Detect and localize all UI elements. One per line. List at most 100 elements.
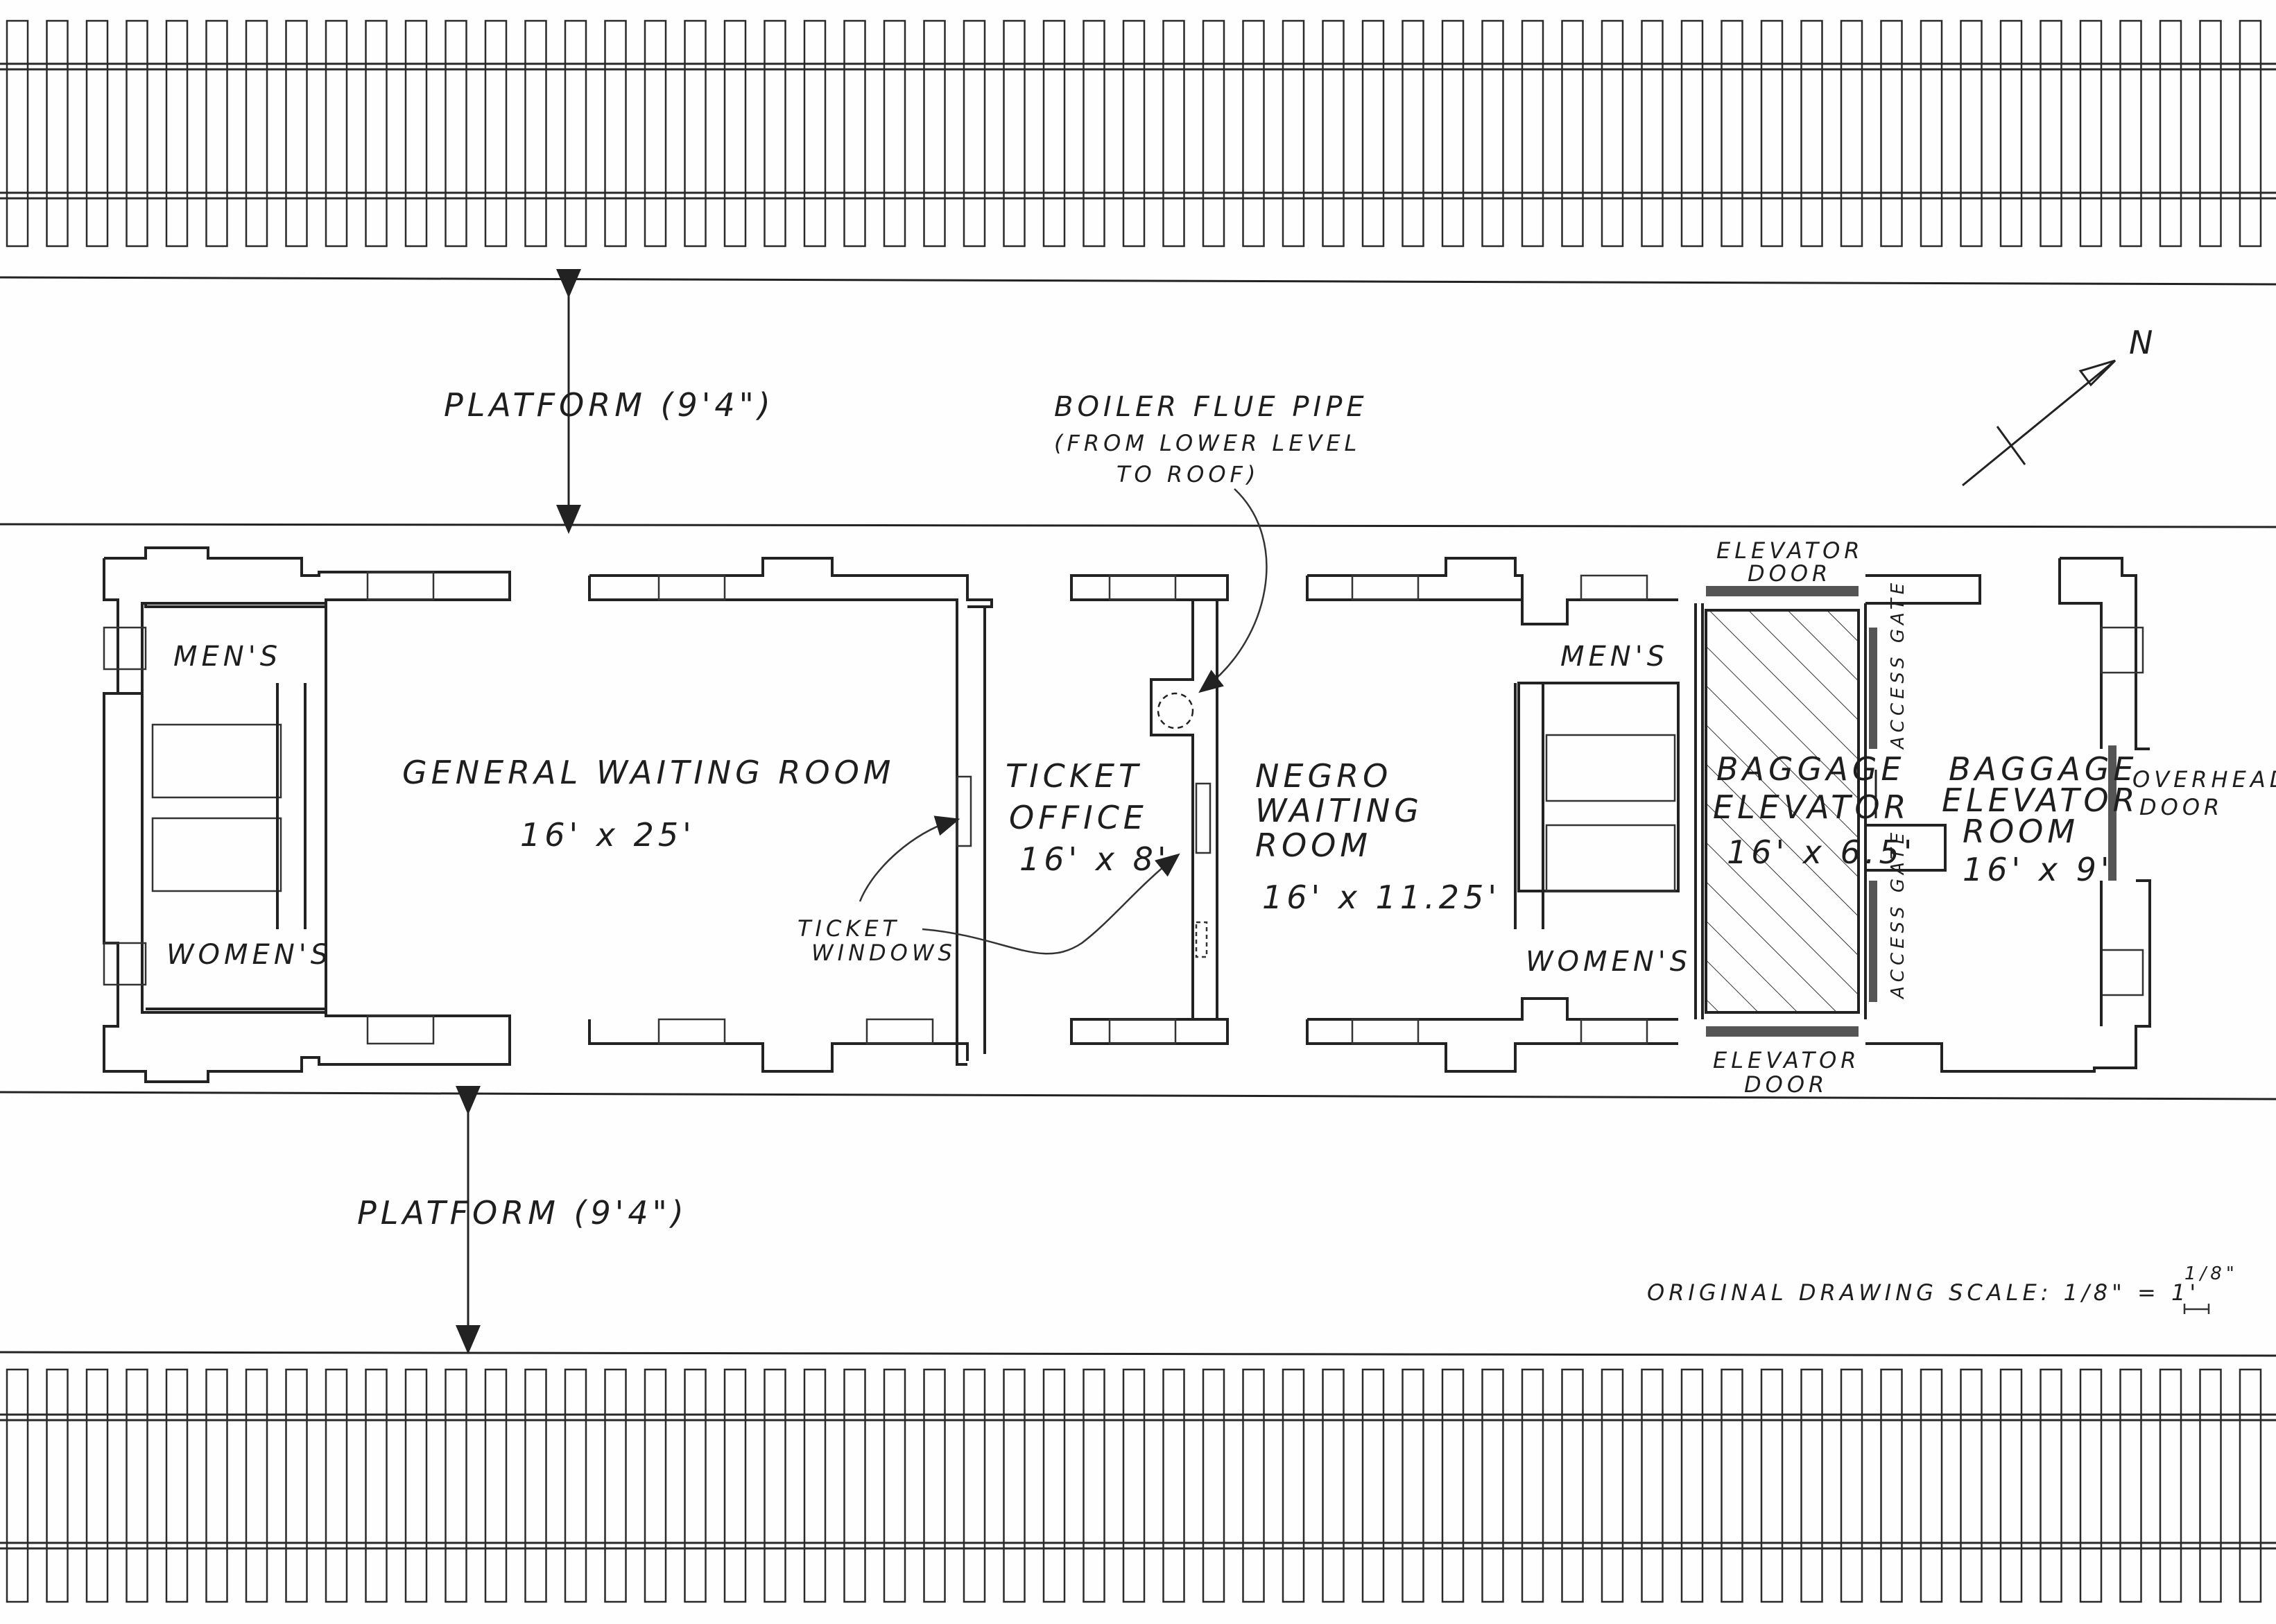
top-track-tie [1561, 19, 1584, 248]
overhead-door-line2: DOOR [2139, 794, 2223, 820]
top-track-tie [1999, 19, 2023, 248]
top-track-tie [2239, 19, 2262, 248]
elevator-door-bottom [1706, 1026, 1859, 1037]
bottom-track-tie [1880, 1368, 1903, 1603]
top-track-tie [923, 19, 946, 248]
bottom-track-tie [1999, 1368, 2023, 1603]
top-track-tie [404, 19, 428, 248]
top-track-tie [1721, 19, 1743, 248]
boiler-callout-arrow [1198, 488, 1268, 693]
bottom-track-tie [803, 1368, 827, 1603]
bottom-track-tie [1361, 1368, 1385, 1603]
bottom-track-tie [684, 1368, 707, 1603]
top-track-tie [604, 19, 627, 248]
top-track-tie [126, 19, 148, 248]
boiler-flue-circle [1157, 692, 1194, 729]
negro-waiting-line1: NEGRO [1255, 757, 1392, 795]
bottom-track-tie [604, 1368, 627, 1603]
bottom-track-tie [325, 1368, 348, 1603]
top-track-tie [2079, 19, 2103, 248]
drawing-scale: ORIGINAL DRAWING SCALE: 1/8" = 1' 1/8" [1647, 1263, 2234, 1314]
bottom-track-tie [1322, 1368, 1345, 1603]
bottom-track-tie [1083, 1368, 1105, 1603]
top-track-tie [2119, 19, 2142, 248]
bottom-track-tie [883, 1368, 906, 1603]
bottom-track-tie [1441, 1368, 1465, 1603]
top-track-tie [843, 19, 866, 248]
ticket-office-line2: OFFICE [1009, 799, 1148, 836]
bottom-track-tie [285, 1368, 308, 1603]
top-track-tie [1441, 19, 1465, 248]
building-walls [103, 546, 2151, 1083]
bottom-track-tie [2119, 1368, 2142, 1603]
top-track-tie [1402, 19, 1424, 248]
top-track-tie [1282, 19, 1305, 248]
baggage-elevator-line2: ELEVATOR [1713, 788, 1911, 826]
top-track-tie [1202, 19, 1225, 248]
north-arrow-head [2078, 359, 2116, 387]
womens-left-label: WOMEN'S [166, 939, 332, 971]
top-track-tie [684, 19, 707, 248]
top-track-ties [6, 19, 2262, 248]
bottom-railroad-track [0, 1351, 2276, 1603]
top-track-tie [325, 19, 348, 248]
top-track-tie [165, 19, 189, 248]
bottom-track-tie [2199, 1368, 2222, 1603]
top-track-tie [644, 19, 667, 248]
bottom-track-tie [1760, 1368, 1784, 1603]
boiler-flue-callout: BOILER FLUE PIPE (FROM LOWER LEVEL TO RO… [1054, 391, 1364, 693]
bottom-track-ties [6, 1368, 2262, 1603]
ticket-windows-line1: TICKET [798, 915, 900, 942]
baggage-room-dim: 16' x 9' [1963, 851, 2114, 888]
top-track-tie [803, 19, 827, 248]
bottom-track-tie [445, 1368, 467, 1603]
top-track-tie [1242, 19, 1265, 248]
access-gate-bottom-label: ACCESS GATE [1888, 829, 1908, 1000]
bottom-track-tie [1202, 1368, 1225, 1603]
top-track-tie [1083, 19, 1105, 248]
bottom-track-tie [165, 1368, 189, 1603]
ticket-office-line1: TICKET [1006, 757, 1142, 795]
north-arrow: N [1962, 324, 2153, 487]
bottom-track-tie [1960, 1368, 1983, 1603]
top-track-tie [1521, 19, 1544, 248]
negro-waiting-dim: 16' x 11.25' [1262, 879, 1501, 916]
elevator-door-top-line2: DOOR [1748, 560, 1831, 587]
building-north-edge [0, 523, 2276, 528]
top-track-tie [1960, 19, 1983, 248]
top-track-tie [245, 19, 268, 248]
top-track-tie [2040, 19, 2062, 248]
scale-bar [2183, 1304, 2210, 1314]
baggage-elevator-shaft [1705, 609, 1860, 1014]
bottom-track-edge [0, 1351, 2276, 1357]
platform-top-label: PLATFORM (9'4") [444, 386, 775, 424]
top-track-tie [1122, 19, 1146, 248]
platform-top: PLATFORM (9'4") [444, 269, 775, 534]
bottom-track-tie [1402, 1368, 1424, 1603]
top-track-tie [46, 19, 69, 248]
elevator-door-bottom-line2: DOOR [1744, 1071, 1828, 1098]
mens-right-label: MEN'S [1560, 641, 1669, 673]
womens-right-label: WOMEN'S [1526, 946, 1691, 978]
elevator-door-top [1706, 586, 1859, 596]
bottom-track-tie [2079, 1368, 2103, 1603]
bottom-track-tie [644, 1368, 667, 1603]
bottom-track-tie [923, 1368, 946, 1603]
elevator-door-bottom-line1: ELEVATOR [1713, 1047, 1861, 1073]
top-track-tie [883, 19, 906, 248]
bottom-track-tie [2159, 1368, 2182, 1603]
north-arrow-shaft [1962, 359, 2116, 487]
bottom-track-tie [1561, 1368, 1584, 1603]
top-railroad-track [0, 19, 2276, 286]
baggage-room-line1: BAGGAGE [1949, 750, 2138, 788]
bottom-track-tie [1042, 1368, 1066, 1603]
bottom-track-tie [1601, 1368, 1624, 1603]
top-track-tie [1800, 19, 1823, 248]
overhead-door-bar [2108, 745, 2116, 881]
general-waiting-title: GENERAL WAITING ROOM [402, 754, 895, 791]
bottom-track-tie [1122, 1368, 1146, 1603]
top-track-tie [1601, 19, 1624, 248]
boiler-label-line3: TO ROOF) [1117, 461, 1259, 487]
overhead-door-line1: OVERHEAD [2132, 766, 2276, 793]
